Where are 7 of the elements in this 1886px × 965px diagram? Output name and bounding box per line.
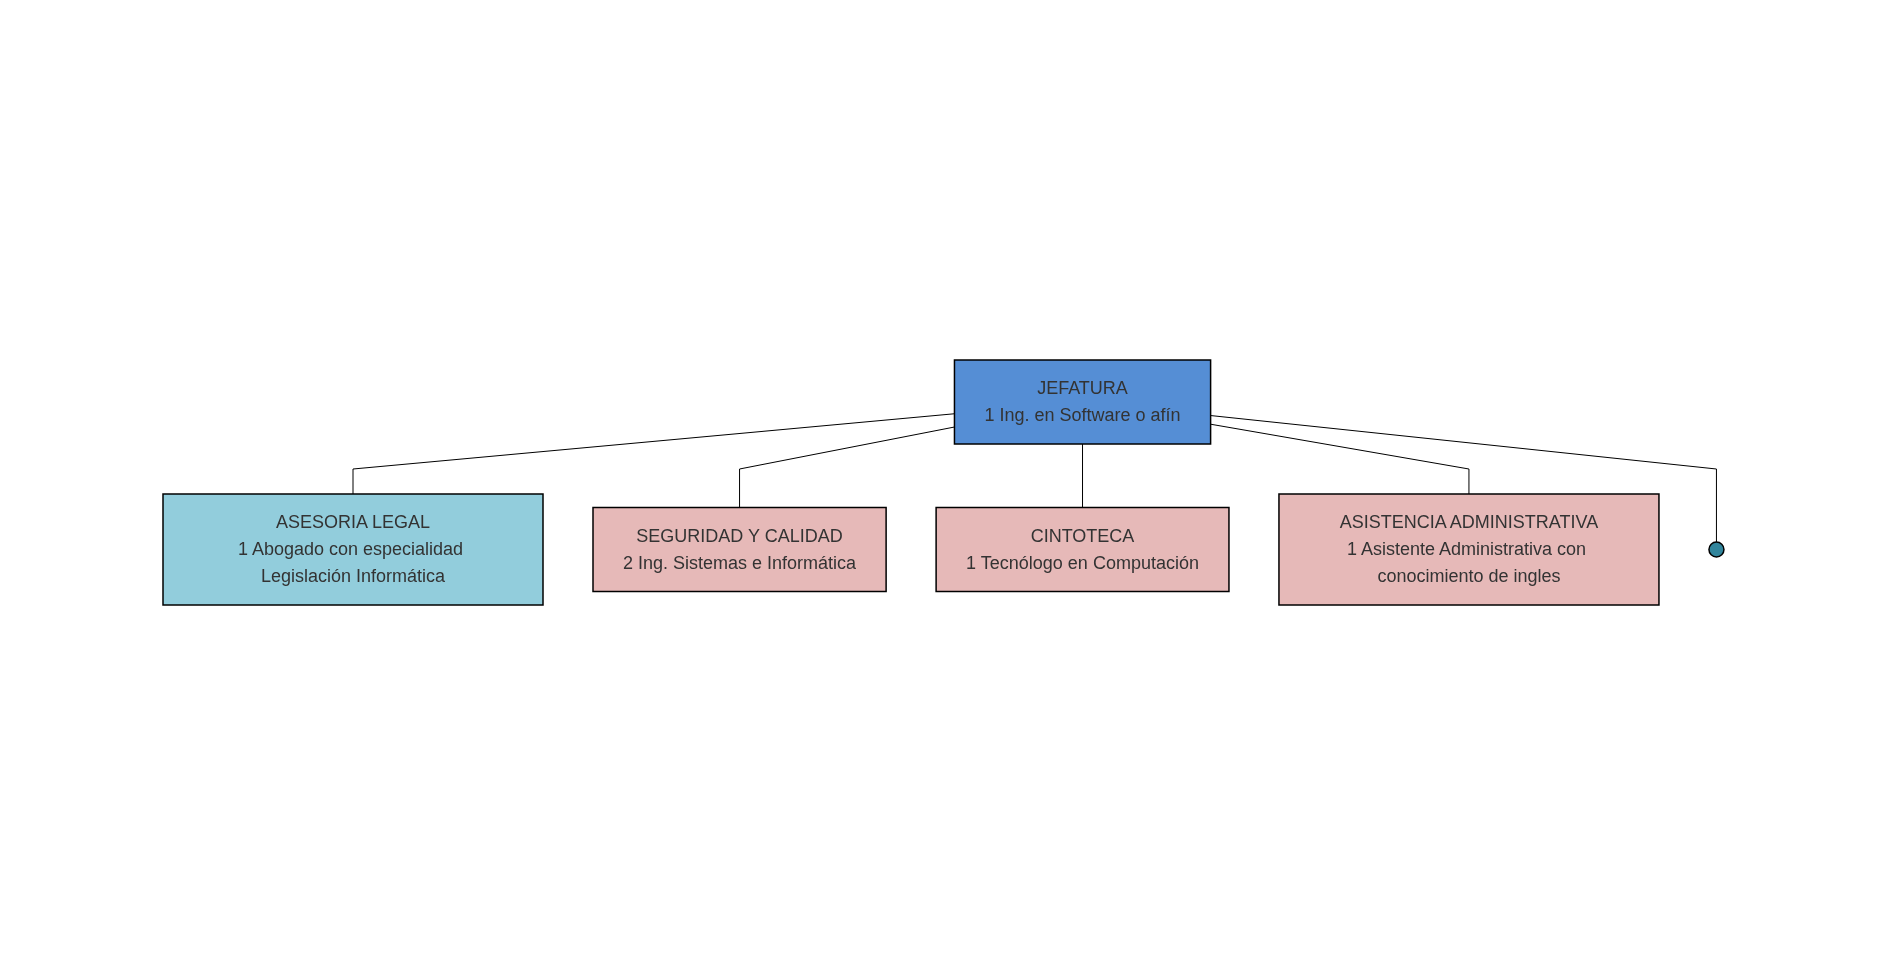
connector [1081, 443, 1083, 508]
node-box: ASESORIA LEGAL 1 Abogado con especialidad Legislación Informática [161, 493, 544, 606]
node-circle [1707, 541, 1725, 558]
node-box: ASISTENCIA ADMINISTRATIVA 1 Asistente Administrativa con conocimiento de ingles [1277, 493, 1660, 606]
node-box: JEFATURA 1 Ing. en Software o afín [953, 359, 1211, 445]
node-box: CINTOTECA 1 Tecnólogo en Computación [934, 506, 1230, 593]
node-box: SEGURIDAD Y CALIDAD 2 Ing. Sistemas e Informática [591, 506, 887, 593]
